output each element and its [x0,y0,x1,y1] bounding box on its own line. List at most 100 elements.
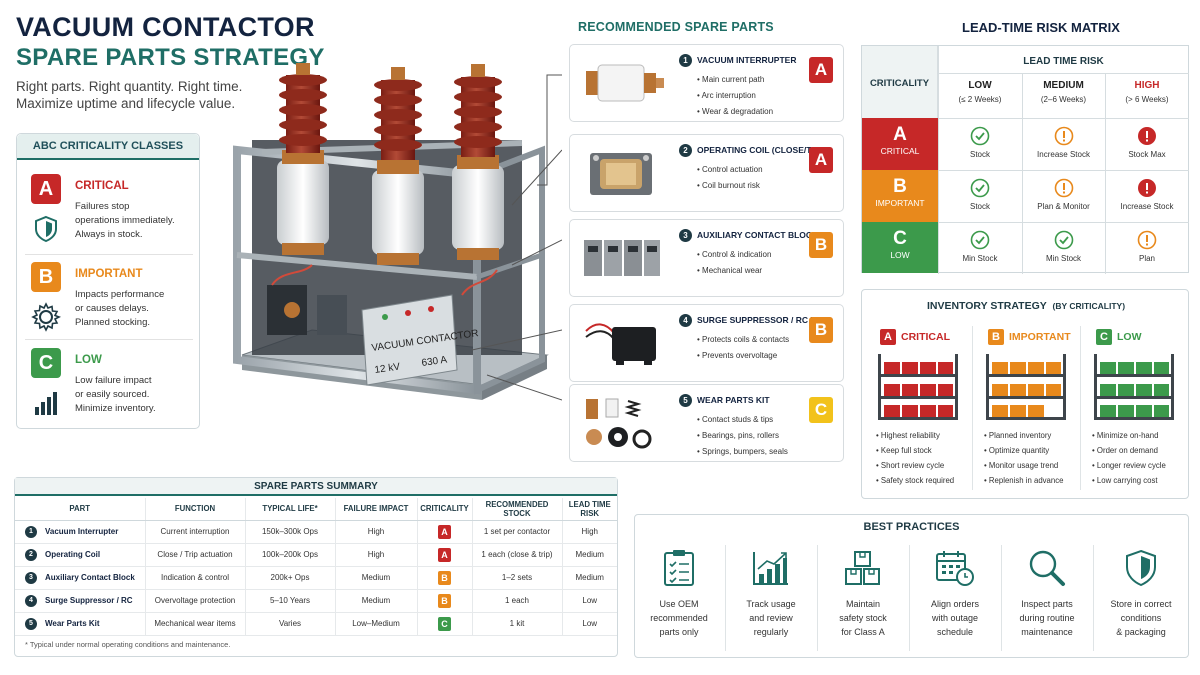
check-circle-icon [970,230,990,250]
part-name: VACUUM INTERRUPTER [697,55,797,65]
spare-part-card[interactable]: 2 OPERATING COIL (CLOSE/TRIP) Control ac… [569,134,844,212]
class-badge: B [31,262,61,292]
inventory-bullets: Highest reliability Keep full stock Shor… [876,428,954,488]
matrix-cell: Increase Stock [1105,178,1189,211]
lead-time-risk-matrix: LEAD TIME RISK CRITICALITY LOW (≤ 2 Week… [861,45,1189,274]
class-badge: C [31,348,61,378]
matrix-col-high: HIGH (> 6 Weeks) [1125,80,1169,104]
class-badge: A [31,174,61,204]
part-name: AUXILIARY CONTACT BLOCK [697,230,819,240]
part-bullets: Protects coils & contacts Prevents overv… [697,332,789,364]
class-description: Impacts performance or causes delays. Pl… [75,289,165,328]
part-name: SURGE SUPPRESSOR / RC UNIT [697,315,831,325]
matrix-cell: Min Stock [1022,230,1105,263]
abc-panel-title: ABC CRITICALITY CLASSES [17,134,199,160]
part-number: 3 [679,229,692,242]
matrix-title: LEAD-TIME RISK MATRIX [962,20,1120,35]
part-bullets: Main current path Arc interruption Wear … [697,72,773,120]
part-number: 1 [679,54,692,67]
tagline-line: Right parts. Right quantity. Right time. [16,79,243,94]
class-level: CRITICAL [75,180,129,192]
criticality-badge: B [809,232,833,258]
warning-circle-icon [1054,126,1073,146]
gear-icon [31,302,61,332]
spare-part-card[interactable]: 3 AUXILIARY CONTACT BLOCK Control & indi… [569,219,844,297]
criticality-badge: B [809,317,833,343]
criticality-badge: C [809,397,833,423]
wear-parts-kit-image [586,398,652,449]
matrix-group-header: LEAD TIME RISK [938,46,1189,74]
warning-circle-icon [1054,178,1073,198]
shield-check-icon [1126,549,1156,587]
spare-parts-title: RECOMMENDED SPARE PARTS [578,20,774,34]
matrix-cell: Plan [1105,230,1189,263]
surge-suppressor-image [585,323,656,365]
machine-current: 630 A [421,354,448,368]
matrix-cell: Stock [938,178,1022,211]
tagline-line: Maximize uptime and lifecycle value. [16,96,236,111]
check-circle-icon [970,178,990,198]
shelf-partial-icon [986,354,1066,420]
spare-part-card[interactable]: 5 WEAR PARTS KIT Contact studs & tips Be… [569,384,844,462]
spare-part-card[interactable]: 4 SURGE SUPPRESSOR / RC UNIT Protects co… [569,304,844,382]
auxiliary-contact-block-image [584,240,660,276]
spare-part-card[interactable]: 1 VACUUM INTERRUPTER Main current path A… [569,44,844,122]
matrix-cell: Increase Stock [1022,126,1105,159]
part-number: 2 [679,144,692,157]
matrix-cell: Stock Max [1105,126,1189,159]
summary-title: SPARE PARTS SUMMARY [15,478,617,496]
check-circle-icon [1054,230,1073,250]
table-footnote: * Typical under normal operating conditi… [25,640,231,649]
part-bullets: Contact studs & tips Bearings, pins, rol… [697,412,788,460]
matrix-col-low: LOW (≤ 2 Weeks) [958,80,1002,104]
class-level: LOW [75,354,102,366]
part-name: OPERATING COIL (CLOSE/TRIP) [697,145,829,155]
check-circle-icon [970,126,990,146]
matrix-row-header: CRITICALITY [862,46,938,118]
alert-icon [1138,127,1156,145]
vacuum-contactor-illustration: VACUUM CONTACTOR 12 kV 630 A [233,63,562,401]
matrix-row-c: C LOW [862,222,938,273]
part-name: WEAR PARTS KIT [697,395,770,405]
vacuum-interrupter-image [586,64,664,102]
boxes-icon [845,551,880,585]
part-number: 4 [679,314,692,327]
criticality-badge: A [809,147,833,173]
matrix-cell: Plan & Monitor [1022,178,1105,211]
alert-icon [1138,179,1156,197]
page-title: VACUUM CONTACTOR [16,12,315,42]
operating-coil-image [590,153,652,195]
magnifier-icon [1029,550,1065,586]
inventory-title: INVENTORY STRATEGY (BY CRITICALITY) [926,300,1126,312]
matrix-col-medium: MEDIUM (2–6 Weeks) [1040,80,1087,104]
matrix-row-a: A CRITICAL [862,118,938,170]
machine-voltage: 12 kV [374,361,401,375]
inventory-bullets: Minimize on-hand Order on demand Longer … [1092,428,1166,488]
part-bullets: Control & indication Mechanical wear [697,247,771,279]
shelf-full-icon [878,354,958,420]
tagline: Right parts. Right quantity. Right time.… [16,78,242,112]
inventory-bullets: Planned inventory Optimize quantity Moni… [984,428,1064,488]
part-number: 5 [679,394,692,407]
abc-criticality-panel: ABC CRITICALITY CLASSES A CRITICAL Failu… [16,133,200,429]
class-description: Low failure impact or easily sourced. Mi… [75,375,156,414]
matrix-cell: Stock [938,126,1022,159]
checklist-icon [664,550,694,586]
class-level: IMPORTANT [75,268,143,280]
